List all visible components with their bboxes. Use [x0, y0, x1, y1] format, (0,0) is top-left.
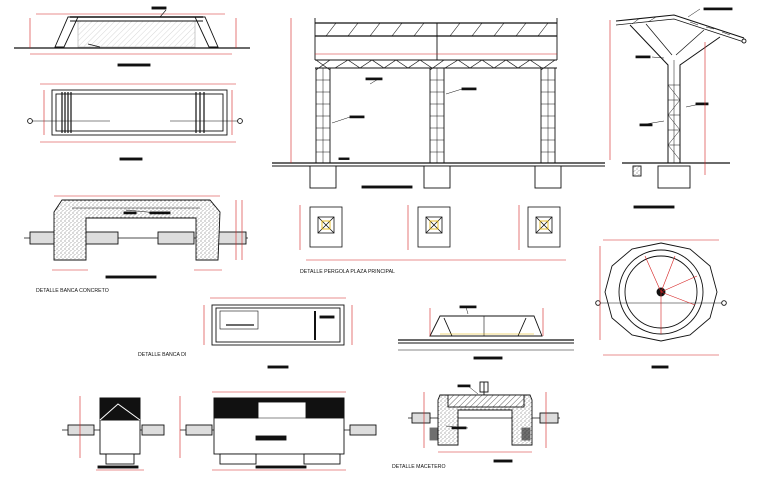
bench-di-plan — [203, 297, 353, 369]
caption-banca-concreto: DETALLE BANCA CONCRETO — [36, 288, 109, 294]
title-bar-bench-elevation — [117, 63, 151, 67]
concrete-bench-section — [24, 195, 248, 279]
title-bar-planter-elevation — [473, 356, 503, 360]
bench-plan-view-left — [27, 83, 243, 161]
bench-elevation-top-left — [14, 6, 250, 67]
pergola-front-elevation — [272, 18, 605, 189]
caption-banca-di: DETALLE BANCA DI — [138, 352, 186, 358]
caption-pergola-plaza: DETALLE PERGOLA PLAZA PRINCIPAL — [300, 269, 395, 275]
circular-planter-plan — [595, 239, 727, 369]
bottom-section-middle — [179, 391, 377, 471]
title-bar-bottom-middle — [255, 465, 307, 469]
title-bar-concrete-section — [105, 275, 157, 279]
title-bar-bench-di — [267, 365, 289, 369]
title-bar-pergola-front — [361, 185, 413, 189]
title-bar-pergola-side — [633, 205, 675, 209]
title-bar-plan — [119, 157, 143, 161]
caption-macetero: DETALLE MACETERO — [392, 464, 446, 470]
planter-elevation — [398, 305, 574, 360]
title-bar-circular — [651, 365, 669, 369]
planter-section-bottom — [408, 381, 560, 463]
title-bar-planter-section — [493, 459, 513, 463]
pergola-footing-plans — [299, 205, 566, 261]
pergola-side-elevation — [609, 7, 747, 209]
bottom-section-left — [62, 396, 165, 471]
title-bar-bottom-left — [97, 465, 139, 469]
